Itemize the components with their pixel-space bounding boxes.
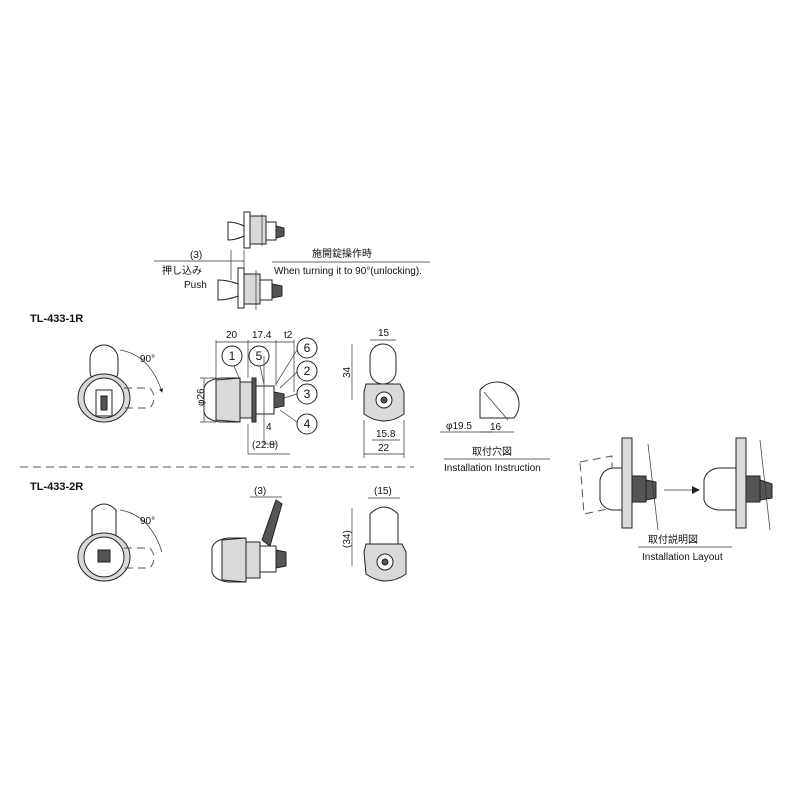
lock-1r-front-view [77,344,163,423]
dim-15-8: 15.8 [376,429,396,440]
hole-label-ja: 取付穴図 [472,445,512,458]
dim-2r-15: (15) [374,486,392,497]
model-2r-label: TL-433-2R [30,481,83,493]
dim-20: 20 [226,330,238,341]
lock-2r-rear-view [363,506,407,582]
push-detail-bottom [217,267,283,310]
unlock-label-en: When turning it to 90°(unlocking). [274,266,422,277]
lock-1r-side-view [203,356,285,444]
angle-2r: 90° [140,516,155,527]
dim-2r-3: (3) [254,486,266,497]
hole-phi: φ19.5 [446,421,472,432]
push-label-en: Push [184,280,207,291]
angle-1r: 90° [140,354,155,365]
callout-4: 4 [304,417,311,431]
dim-34: 34 [342,366,353,378]
callout-5: 5 [256,349,263,363]
dim-15: 15 [378,328,390,339]
dim-t2: t2 [284,330,293,341]
dim-phi26: φ26 [196,388,207,406]
dim-22: 22 [378,443,390,454]
push-label-ja: 押し込み [162,264,202,277]
push-detail-top [227,211,285,249]
callout-6: 6 [304,341,311,355]
dim-22-8: (22.8) [252,440,278,451]
dim-17-4: 17.4 [252,330,272,341]
push-dim-label: (3) [190,250,202,261]
hole-dim-16: 16 [490,422,502,433]
layout-label-ja: 取付説明図 [648,533,698,546]
dim-4: 4 [266,422,272,433]
callout-1: 1 [229,349,236,363]
lock-1r-rear-view [363,343,405,422]
lock-2r-front-view [77,503,163,582]
callout-2: 2 [304,364,311,378]
lock-2r-side-view [211,499,287,583]
callouts-1r [221,337,318,435]
layout-label-en: Installation Layout [642,552,723,563]
dim-2r-34: (34) [342,530,353,548]
hole-label-en: Installation Instruction [444,463,541,474]
model-1r-label: TL-433-1R [30,313,83,325]
installation-layout-diagram [579,437,773,531]
mounting-hole-diagram [479,381,520,421]
unlock-label-ja: 施開錠操作時 [312,247,372,260]
callout-3: 3 [304,387,311,401]
